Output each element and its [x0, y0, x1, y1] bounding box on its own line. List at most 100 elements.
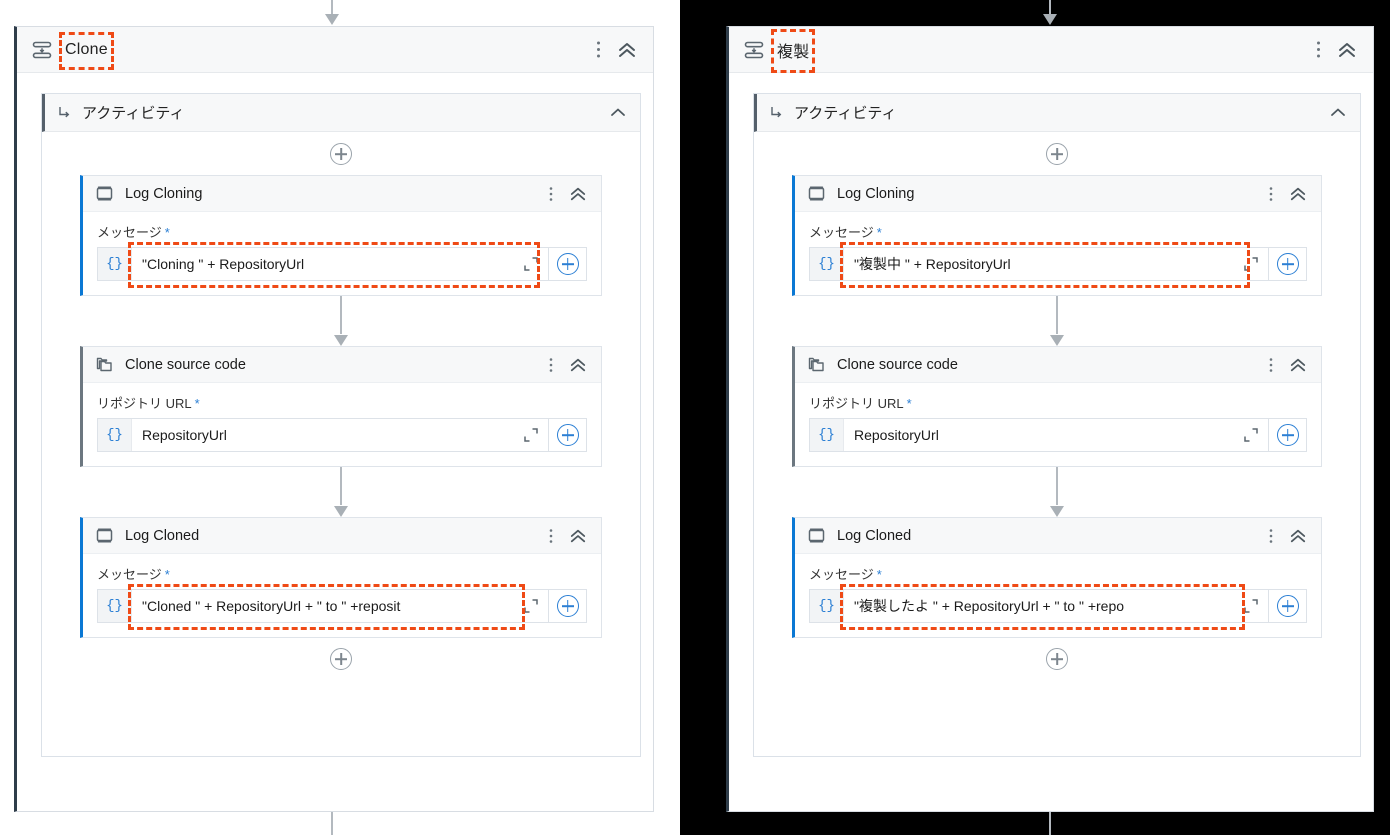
add-argument-button[interactable]: [549, 247, 587, 281]
card-body: メッセージ* {} "複製したよ " + RepositoryUrl + " t…: [795, 554, 1321, 637]
sequence-header[interactable]: 複製: [729, 27, 1373, 73]
expand-editor-icon[interactable]: [1234, 598, 1268, 614]
double-chevron-up-icon[interactable]: [569, 357, 587, 373]
card-title: Clone source code: [837, 356, 958, 373]
expression-value[interactable]: "Cloning " + RepositoryUrl: [142, 256, 305, 272]
expression-field[interactable]: {} "Cloned " + RepositoryUrl + " to " +r…: [97, 584, 587, 630]
nested-arrow-icon: [57, 105, 72, 120]
card-header[interactable]: Log Cloned: [795, 518, 1321, 554]
field-label: メッセージ*: [809, 564, 1307, 583]
plus-circle-icon[interactable]: [1046, 143, 1068, 165]
expression-prefix-icon: {}: [810, 419, 844, 451]
expression-field[interactable]: {} RepositoryUrl: [809, 418, 1307, 452]
more-vertical-icon[interactable]: [1269, 528, 1273, 544]
add-argument-button[interactable]: [549, 589, 587, 623]
add-activity-bottom[interactable]: [80, 638, 602, 680]
add-argument-button[interactable]: [1269, 418, 1307, 452]
card-body: メッセージ* {} "複製中 " + RepositoryUrl: [795, 212, 1321, 295]
double-chevron-up-icon[interactable]: [569, 528, 587, 544]
required-marker: *: [194, 396, 200, 411]
log-message-icon: [807, 184, 826, 203]
add-activity-top[interactable]: [80, 133, 602, 175]
double-chevron-up-icon[interactable]: [617, 41, 637, 59]
expression-prefix-icon: {}: [810, 248, 844, 280]
expression-field[interactable]: {} "複製中 " + RepositoryUrl: [809, 242, 1307, 288]
activity-card-clone-source-code[interactable]: Clone source code: [80, 346, 602, 467]
expression-field[interactable]: {} "複製したよ " + RepositoryUrl + " to " +re…: [809, 584, 1307, 630]
expression-value[interactable]: "複製中 " + RepositoryUrl: [854, 256, 1011, 272]
activity-group: アクティビティ: [753, 93, 1361, 757]
double-chevron-up-icon[interactable]: [1337, 41, 1357, 59]
double-chevron-up-icon[interactable]: [1289, 528, 1307, 544]
sequence-card[interactable]: 複製: [726, 26, 1374, 812]
plus-circle-icon[interactable]: [1276, 595, 1299, 617]
plus-circle-icon[interactable]: [556, 595, 579, 617]
double-chevron-up-icon[interactable]: [569, 186, 587, 202]
card-header[interactable]: Log Cloning: [83, 176, 601, 212]
field-label: リポジトリ URL*: [809, 393, 1307, 412]
activity-card-clone-source-code[interactable]: Clone source code: [792, 346, 1322, 467]
sequence-title: 複製: [770, 28, 816, 73]
expression-value[interactable]: RepositoryUrl: [142, 427, 227, 443]
right-inbound-connector: [1000, 0, 1100, 26]
more-vertical-icon[interactable]: [596, 40, 601, 59]
plus-circle-icon[interactable]: [330, 648, 352, 670]
expression-value[interactable]: "複製したよ " + RepositoryUrl + " to " +repo: [854, 598, 1125, 614]
left-inbound-connector: [282, 0, 382, 26]
chevron-up-icon[interactable]: [1330, 107, 1346, 118]
expand-editor-icon[interactable]: [514, 256, 548, 272]
sequence-icon: [31, 39, 53, 61]
plus-circle-icon[interactable]: [330, 143, 352, 165]
more-vertical-icon[interactable]: [549, 186, 553, 202]
more-vertical-icon[interactable]: [1269, 186, 1273, 202]
card-header[interactable]: Log Cloning: [795, 176, 1321, 212]
more-vertical-icon[interactable]: [1269, 357, 1273, 373]
more-vertical-icon[interactable]: [1316, 40, 1321, 59]
expression-field[interactable]: {} "Cloning " + RepositoryUrl: [97, 242, 587, 288]
more-vertical-icon[interactable]: [549, 357, 553, 373]
expand-editor-icon[interactable]: [514, 598, 548, 614]
activity-card-log-cloning[interactable]: Log Cloning: [80, 175, 602, 296]
plus-circle-icon[interactable]: [1046, 648, 1068, 670]
expand-editor-icon[interactable]: [1234, 427, 1268, 443]
required-marker: *: [164, 567, 170, 582]
card-body: メッセージ* {} "Cloning " + RepositoryUrl: [83, 212, 601, 295]
sequence-header[interactable]: Clone: [17, 27, 653, 73]
field-label: リポジトリ URL*: [97, 393, 587, 412]
copy-folder-icon: [95, 355, 114, 374]
chevron-up-icon[interactable]: [610, 107, 626, 118]
expression-value[interactable]: "Cloned " + RepositoryUrl + " to " +repo…: [142, 598, 401, 614]
card-header[interactable]: Log Cloned: [83, 518, 601, 554]
card-connector: [80, 467, 602, 517]
plus-circle-icon[interactable]: [1276, 424, 1299, 446]
expression-field[interactable]: {} RepositoryUrl: [97, 418, 587, 452]
expand-editor-icon[interactable]: [514, 427, 548, 443]
activity-card-log-cloned[interactable]: Log Cloned: [80, 517, 602, 638]
activity-group-header[interactable]: アクティビティ: [754, 94, 1360, 132]
sequence-panel-fukusei: 複製: [726, 26, 1374, 812]
card-header[interactable]: Clone source code: [795, 347, 1321, 383]
field-label: メッセージ*: [97, 564, 587, 583]
add-argument-button[interactable]: [549, 418, 587, 452]
plus-circle-icon[interactable]: [1276, 253, 1299, 275]
sequence-card[interactable]: Clone: [14, 26, 654, 812]
expand-editor-icon[interactable]: [1234, 256, 1268, 272]
add-argument-button[interactable]: [1269, 247, 1307, 281]
double-chevron-up-icon[interactable]: [1289, 186, 1307, 202]
plus-circle-icon[interactable]: [556, 253, 579, 275]
plus-circle-icon[interactable]: [556, 424, 579, 446]
activity-group-header[interactable]: アクティビティ: [42, 94, 640, 132]
add-activity-bottom[interactable]: [792, 638, 1322, 680]
more-vertical-icon[interactable]: [549, 528, 553, 544]
activity-card-log-cloned[interactable]: Log Cloned: [792, 517, 1322, 638]
required-marker: *: [876, 567, 882, 582]
add-argument-button[interactable]: [1269, 589, 1307, 623]
field-label-text: メッセージ: [809, 567, 874, 582]
add-activity-top[interactable]: [792, 133, 1322, 175]
activity-card-log-cloning[interactable]: Log Cloning: [792, 175, 1322, 296]
double-chevron-up-icon[interactable]: [1289, 357, 1307, 373]
expression-value[interactable]: RepositoryUrl: [854, 427, 939, 443]
expression-prefix-icon: {}: [98, 248, 132, 280]
card-header[interactable]: Clone source code: [83, 347, 601, 383]
card-body: メッセージ* {} "Cloned " + RepositoryUrl + " …: [83, 554, 601, 637]
